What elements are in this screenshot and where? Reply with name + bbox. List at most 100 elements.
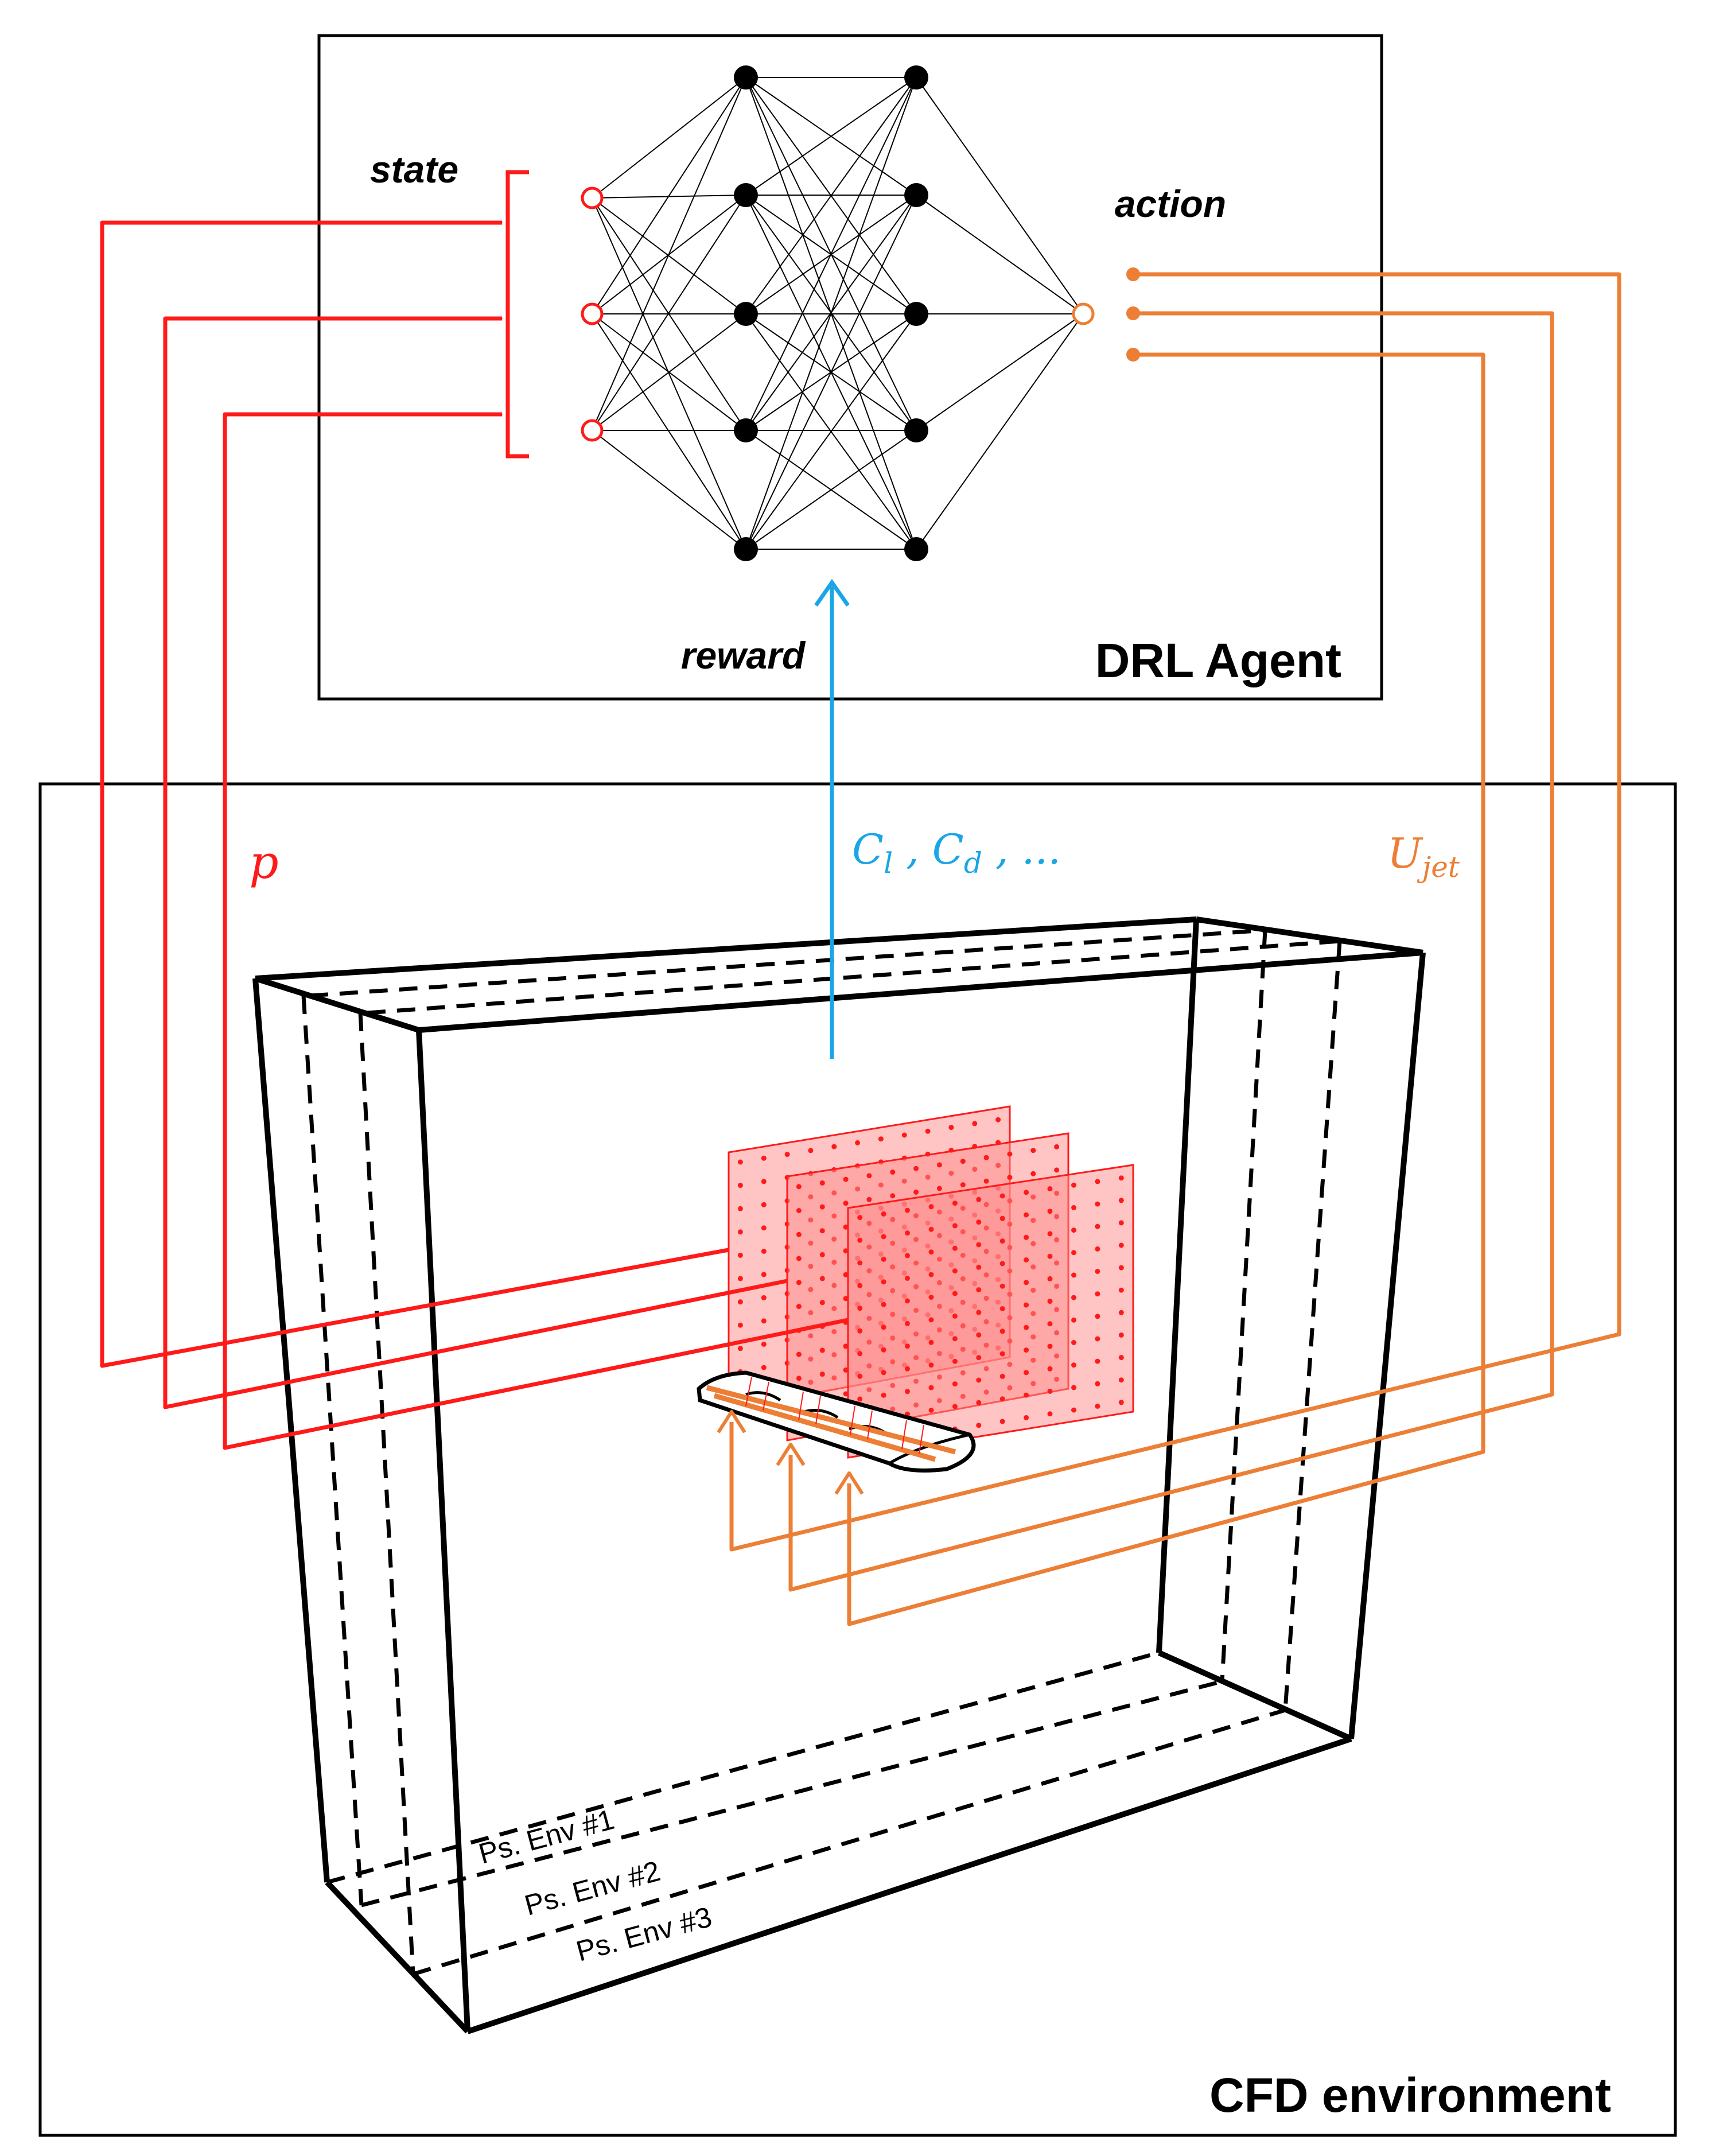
probe-point bbox=[1047, 1299, 1053, 1304]
state-label: state bbox=[370, 148, 458, 191]
probe-point bbox=[843, 1248, 849, 1254]
probe-point bbox=[1054, 1144, 1060, 1149]
probe-point bbox=[881, 1347, 886, 1353]
network-edge bbox=[592, 77, 746, 431]
probe-point bbox=[983, 1155, 989, 1160]
network-edge bbox=[592, 197, 746, 550]
probe-point bbox=[952, 1313, 958, 1319]
network-edge bbox=[916, 313, 1084, 550]
probe-point bbox=[796, 1208, 802, 1213]
probe-point bbox=[999, 1261, 1005, 1267]
probe-point bbox=[995, 1117, 1001, 1122]
probe-point bbox=[1071, 1227, 1076, 1233]
probe-point bbox=[857, 1260, 863, 1266]
probe-point bbox=[761, 1155, 767, 1161]
probe-point bbox=[1007, 1151, 1013, 1157]
probe-point bbox=[843, 1201, 849, 1206]
probe-point bbox=[761, 1272, 767, 1277]
probe-point bbox=[1024, 1370, 1029, 1376]
probe-point bbox=[857, 1215, 863, 1221]
probe-point bbox=[761, 1202, 767, 1207]
probe-point bbox=[960, 1182, 966, 1188]
probe-point bbox=[1024, 1280, 1029, 1285]
probe-point bbox=[976, 1242, 982, 1248]
hidden-node bbox=[904, 65, 928, 90]
probe-point bbox=[1118, 1355, 1124, 1361]
probe-point bbox=[857, 1237, 863, 1243]
probe-point bbox=[928, 1226, 934, 1232]
probe-point bbox=[1095, 1336, 1100, 1342]
probe-point bbox=[1071, 1407, 1076, 1413]
probe-point bbox=[905, 1207, 910, 1213]
probe-point bbox=[737, 1206, 743, 1211]
network-edge bbox=[745, 313, 917, 550]
probe-point bbox=[1047, 1343, 1053, 1349]
network-edge bbox=[745, 77, 917, 431]
probe-point bbox=[737, 1229, 743, 1235]
probe-point bbox=[796, 1351, 802, 1357]
probe-point bbox=[819, 1276, 825, 1281]
probe-point bbox=[857, 1396, 863, 1402]
probe-point bbox=[737, 1183, 743, 1188]
hidden-node bbox=[734, 537, 758, 561]
network-edge bbox=[592, 197, 746, 314]
cfd-environment-title: CFD environment bbox=[1209, 2068, 1611, 2122]
action-jet-lines bbox=[717, 272, 1621, 1626]
probe-point bbox=[1047, 1276, 1053, 1281]
probe-point bbox=[737, 1346, 743, 1351]
network-edge bbox=[745, 77, 917, 314]
reward-label: reward bbox=[681, 634, 806, 677]
jet-slots bbox=[706, 1385, 956, 1462]
probe-point bbox=[1024, 1234, 1029, 1240]
probe-point bbox=[1118, 1175, 1124, 1181]
probe-point bbox=[936, 1162, 942, 1168]
probe-point bbox=[843, 1343, 849, 1349]
action-label: action bbox=[1115, 182, 1226, 225]
probe-point bbox=[737, 1159, 743, 1165]
probe-point bbox=[857, 1283, 863, 1288]
probe-point bbox=[737, 1276, 743, 1281]
reward-arrow bbox=[814, 578, 850, 1059]
pseudo-env-label-2: Ps. Env #2 bbox=[521, 1855, 663, 1922]
probe-point bbox=[952, 1358, 958, 1364]
pressure-symbol: p bbox=[249, 836, 278, 889]
probe-point bbox=[843, 1367, 849, 1373]
probe-point bbox=[819, 1347, 825, 1353]
action-line-3 bbox=[847, 352, 1485, 1626]
probe-point bbox=[1024, 1190, 1029, 1195]
network-edge bbox=[745, 77, 917, 550]
network-connections bbox=[592, 77, 1084, 550]
probe-point bbox=[1007, 1175, 1013, 1180]
probe-point bbox=[761, 1295, 767, 1300]
hidden-node bbox=[734, 418, 758, 442]
pseudo-env-label-1: Ps. Env #1 bbox=[475, 1803, 617, 1870]
jet-velocity-label: Ujet bbox=[1387, 829, 1460, 884]
probe-point bbox=[819, 1372, 825, 1377]
probe-point bbox=[928, 1339, 934, 1345]
probe-point bbox=[905, 1389, 910, 1394]
probe-point bbox=[857, 1351, 863, 1357]
probe-point bbox=[855, 1140, 861, 1145]
probe-point bbox=[761, 1341, 767, 1347]
probe-point bbox=[890, 1170, 896, 1175]
probe-point bbox=[1024, 1257, 1029, 1262]
airfoil-wing bbox=[697, 1370, 976, 1473]
probe-point bbox=[857, 1306, 863, 1311]
probe-point bbox=[796, 1304, 802, 1310]
probe-point bbox=[976, 1219, 982, 1225]
probe-point bbox=[905, 1366, 910, 1372]
state-line-2 bbox=[163, 316, 788, 1409]
probe-point bbox=[913, 1166, 919, 1171]
network-edge bbox=[916, 313, 1084, 431]
probe-point bbox=[901, 1132, 907, 1138]
probe-point bbox=[1024, 1347, 1029, 1353]
hidden-node bbox=[904, 418, 928, 442]
probe-point bbox=[866, 1173, 872, 1179]
network-edge bbox=[592, 77, 746, 199]
probe-point bbox=[928, 1295, 934, 1300]
probe-point bbox=[913, 1189, 919, 1195]
probe-point bbox=[905, 1320, 910, 1326]
probe-point bbox=[881, 1302, 886, 1307]
drl-agent-title: DRL Agent bbox=[1095, 634, 1341, 687]
